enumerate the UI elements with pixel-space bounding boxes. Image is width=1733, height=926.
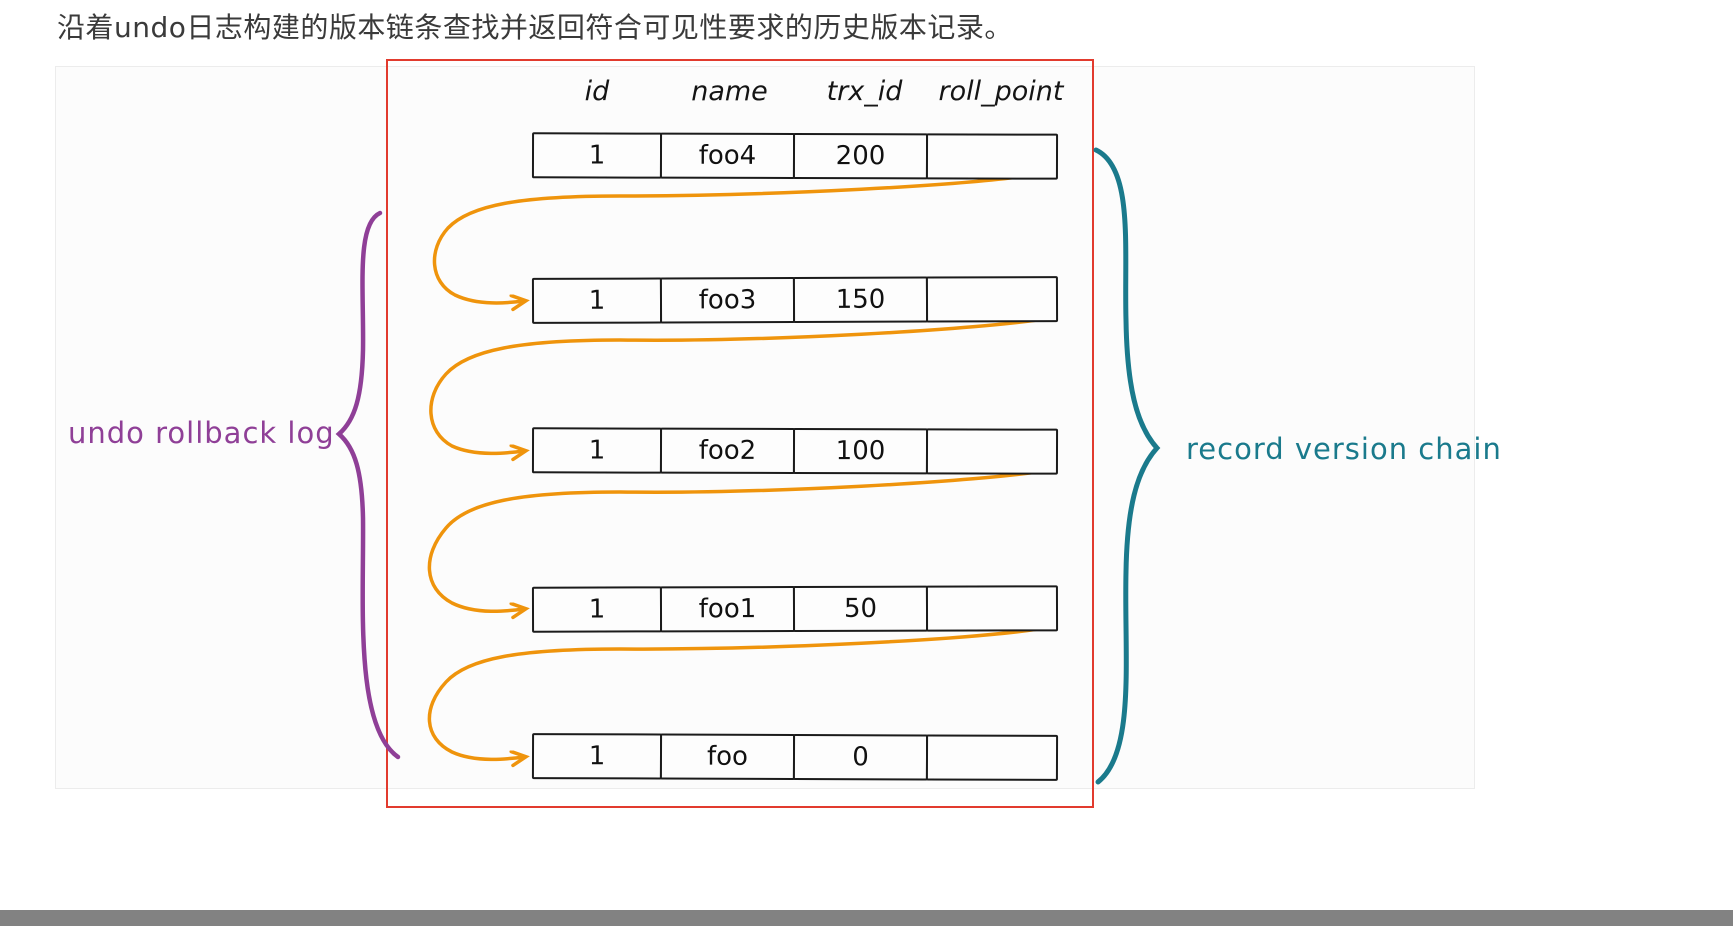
column-header-name: name [691,76,768,107]
column-header-id: id [584,76,610,107]
cell-roll-point [925,133,1059,180]
cell-trx-id: 100 [792,427,929,475]
undo-log-label: undo rollback log [68,416,335,450]
cell-trx-id: 150 [792,276,929,324]
cell-id: 1 [531,586,663,633]
cell-name: foo1 [659,586,796,633]
cell-roll-point [925,428,1059,475]
cell-trx-id: 0 [792,733,929,781]
column-header-roll-point: roll_point [938,76,1064,107]
cell-id: 1 [531,132,663,179]
column-header-trx-id: trx_id [826,76,903,107]
version-row: 1 foo 0 [531,733,1064,781]
cell-trx-id: 50 [792,585,929,633]
version-chain-label: record version chain [1186,432,1502,466]
version-row: 1 foo3 150 [531,276,1064,324]
version-row: 1 foo2 100 [531,427,1064,475]
cell-roll-point [925,276,1059,323]
version-row: 1 foo4 200 [531,132,1064,180]
page-bottom-edge [0,910,1733,926]
cell-name: foo4 [659,132,796,179]
version-row: 1 foo1 50 [531,585,1064,633]
cell-name: foo3 [659,277,796,324]
cell-roll-point [925,585,1059,632]
page-title: 沿着undo日志构建的版本链条查找并返回符合可见性要求的历史版本记录。 [57,11,1013,44]
cell-id: 1 [531,733,663,780]
cell-trx-id: 200 [792,132,929,180]
cell-roll-point [925,734,1059,781]
column-headers: id name trx_id roll_point [532,76,1072,107]
cell-id: 1 [531,277,663,324]
cell-id: 1 [531,427,663,474]
cell-name: foo2 [659,427,796,474]
cell-name: foo [659,733,796,780]
